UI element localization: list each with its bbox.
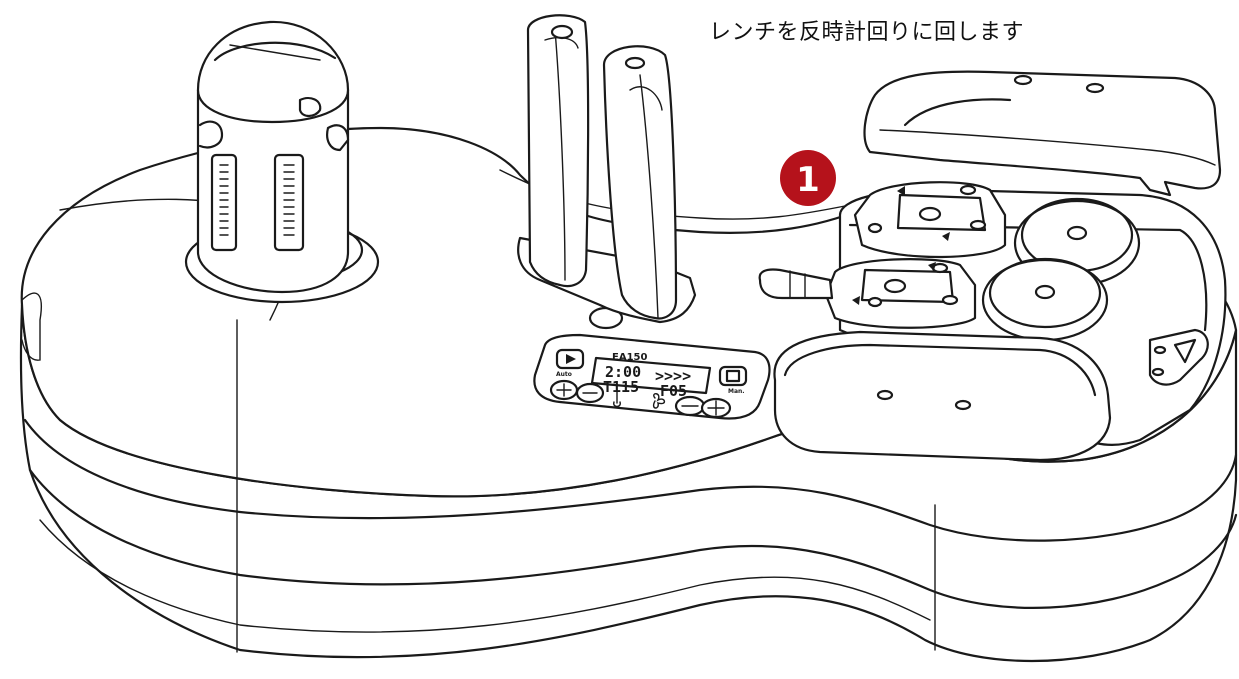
control-panel: EA150 2:00 >>>> T115 F05 Auto Man.	[533, 333, 771, 420]
play-icon	[566, 354, 576, 364]
step-badge: 1	[780, 150, 836, 206]
fan-stepper	[674, 395, 732, 419]
model-label: EA150	[612, 352, 647, 363]
fan-icon	[652, 393, 666, 409]
display-line2-left: T115	[603, 378, 639, 396]
lid-open[interactable]	[863, 70, 1222, 197]
display-line2-right: F05	[660, 382, 687, 400]
thermometer-icon	[613, 391, 621, 408]
front-cover[interactable]	[773, 330, 1112, 462]
wrench-left[interactable]	[526, 14, 590, 288]
nozzle	[758, 268, 834, 300]
lcd-display	[590, 356, 712, 395]
auto-label: Auto	[556, 371, 572, 378]
wrench-right[interactable]	[602, 45, 678, 320]
stop-icon	[725, 369, 741, 383]
plus-icon-2	[707, 400, 725, 416]
stop-button[interactable]	[718, 365, 748, 387]
display-line1-left: 2:00	[605, 363, 641, 381]
display-line1-right: >>>>	[655, 367, 691, 385]
step-number: 1	[796, 160, 820, 200]
manual-label: Man.	[728, 388, 745, 395]
valve-block-lower[interactable]	[824, 258, 977, 329]
right-assembly	[758, 70, 1227, 462]
wrench-holder	[517, 14, 697, 324]
filter-cartridge	[184, 20, 380, 304]
temp-stepper	[549, 379, 605, 404]
instruction-caption: レンチを反時計回りに回します	[709, 20, 1025, 45]
plus-icon	[556, 383, 572, 397]
